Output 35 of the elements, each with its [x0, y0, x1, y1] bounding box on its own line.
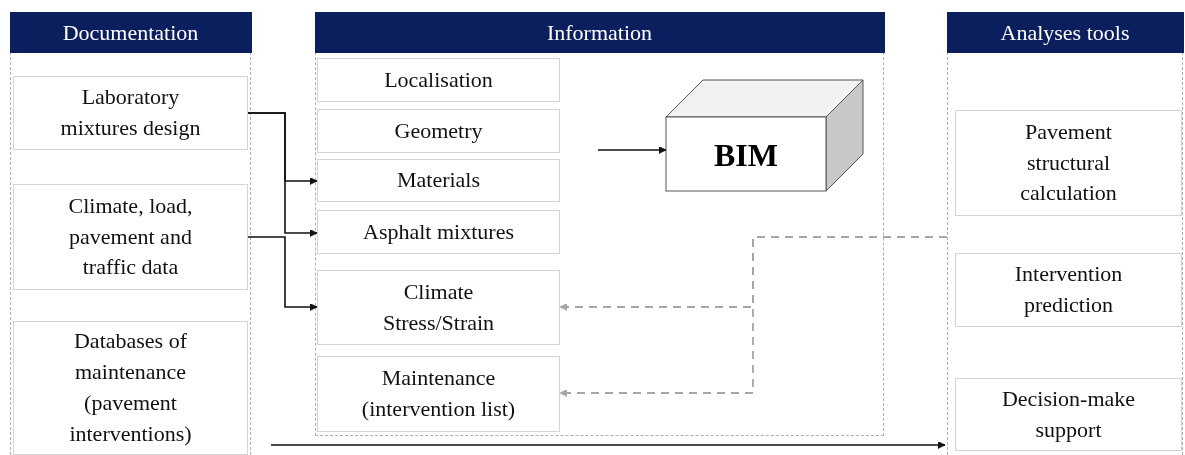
text-box — [13, 184, 248, 290]
box-text: Asphalt mixtures — [363, 217, 514, 246]
arrow — [247, 112, 318, 237]
box-text: Geometry — [394, 116, 483, 145]
arrow — [270, 441, 946, 449]
column-header: Analyses tools — [946, 12, 1184, 53]
text-box — [13, 76, 248, 150]
box-text: Pavement structural calculation — [1019, 117, 1118, 208]
box-text: Climate Stress/Strain — [382, 277, 495, 337]
box-text: Localisation — [384, 65, 493, 94]
text-box — [317, 58, 560, 102]
column-header: Documentation — [9, 12, 252, 53]
column-panel — [947, 12, 1183, 455]
box-text: Intervention prediction — [1013, 260, 1124, 319]
text-box — [955, 378, 1182, 451]
text-box — [317, 109, 560, 153]
column-header: Information — [314, 12, 885, 53]
bim-label: BIM — [714, 136, 778, 174]
text-box — [317, 270, 560, 345]
arrow — [247, 236, 318, 311]
section-panel — [315, 12, 884, 436]
arrow — [597, 146, 667, 154]
box-text: Laboratory mixtures design — [59, 83, 202, 142]
box-text: Maintenance (intervention list) — [360, 364, 517, 423]
text-box — [955, 253, 1182, 327]
text-box — [13, 321, 248, 455]
text-box — [317, 159, 560, 202]
box-text: Climate, load, pavement and traffic data — [67, 191, 194, 282]
text-box — [317, 356, 560, 432]
column-panel — [10, 12, 251, 455]
box-text: Materials — [396, 166, 481, 195]
box-text: Databases of maintenance (pavement interventions) — [68, 327, 193, 448]
text-box — [955, 110, 1182, 216]
box-text: Decision-make support — [1000, 384, 1137, 444]
text-box — [317, 210, 560, 254]
